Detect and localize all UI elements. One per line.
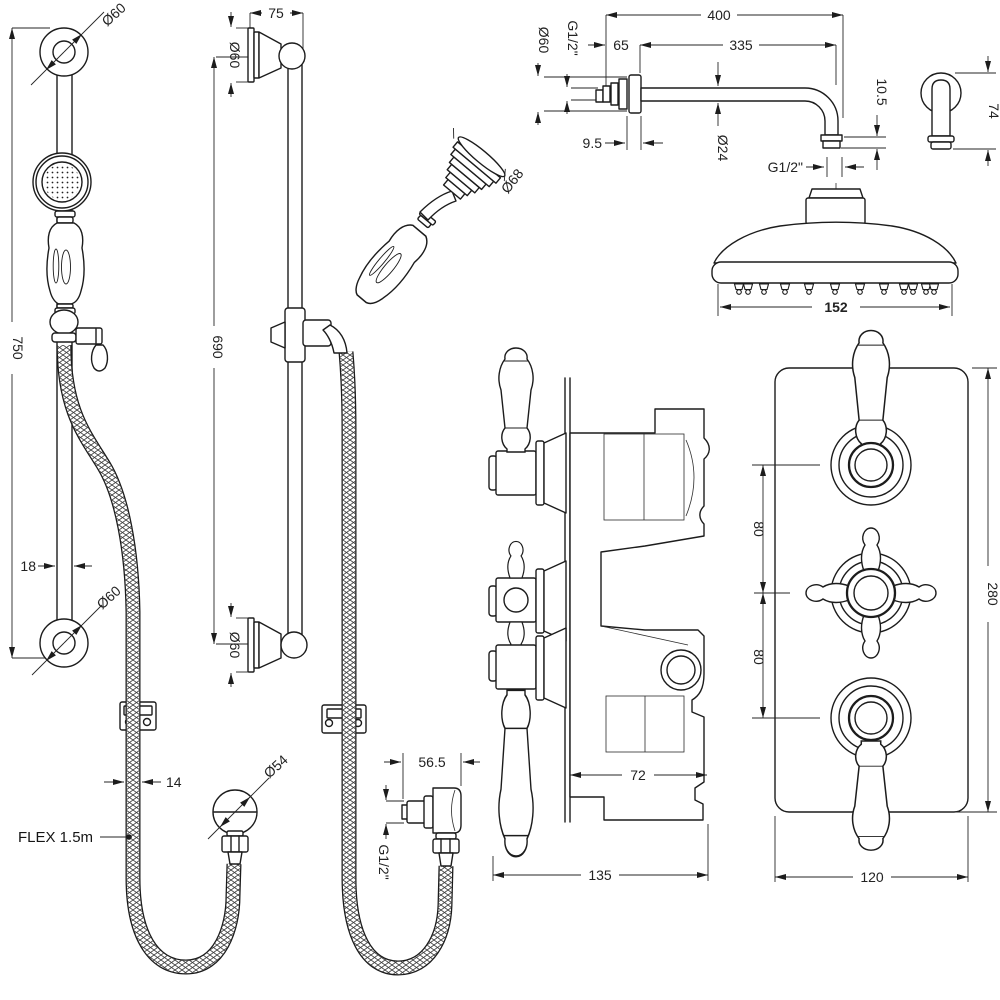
dim-spacing-upper: 80 — [751, 521, 767, 537]
valve-side-crosshead — [488, 540, 567, 660]
valve-side-top-lever — [488, 347, 567, 514]
dim-head-dia: 152 — [824, 299, 848, 315]
dim-plate-width: 120 — [860, 869, 884, 885]
handset-on-holder-side: Ø68 — [270, 127, 527, 363]
dim-body-depth: 72 — [630, 767, 646, 783]
head-nozzles — [733, 283, 940, 295]
drawing-slide-rail-side: 75 Ø60 690 Ø — [210, 5, 527, 976]
hose-length-label: FLEX 1.5m — [18, 829, 93, 846]
dim-top-bracket-dia: Ø60 — [98, 0, 129, 29]
dim-elbow-thread: G1/2" — [376, 844, 392, 879]
drawing-shower-arm-head: 400 335 65 Ø60 G1/2" — [535, 7, 1000, 316]
handset-head-side — [442, 127, 506, 200]
dim-flange-dia: Ø60 — [536, 27, 552, 54]
drawing-handset-rail-front: 750 Ø60 — [9, 0, 291, 975]
wall-outlet-front: Ø54 — [207, 751, 291, 865]
shower-arm-side — [595, 74, 843, 149]
arm-outlet-front-view: 74 — [920, 56, 1000, 166]
dim-inlet-thread: G1/2" — [565, 20, 581, 55]
dim-wall-outlet-dia: Ø54 — [260, 751, 291, 781]
drawing-valve-front: 80 80 — [751, 329, 1000, 885]
fixed-shower-head: 152 — [711, 183, 959, 316]
dim-side-height: 74 — [986, 103, 1000, 119]
hose-wall-clamp — [119, 700, 157, 733]
hose-wall-clamp-2 — [321, 703, 367, 736]
dim-outlet-thread: G1/2" — [768, 159, 803, 175]
dim-arm-length: 335 — [729, 37, 753, 53]
valve-front-crosshead — [805, 527, 937, 659]
dim-plate-height: 280 — [985, 582, 1000, 606]
rail-bottom-bracket: Ø60 — [31, 582, 124, 676]
dim-wall-section: 65 — [613, 37, 629, 53]
dim-arm-total: 400 — [707, 7, 731, 23]
dim-spacing-lower: 80 — [751, 649, 767, 665]
dim-overall-height: 750 — [10, 336, 26, 360]
dim-outlet-drop: 10.5 — [874, 78, 890, 105]
valve-side-bottom-lever — [488, 627, 567, 858]
rail-top-bracket: Ø60 — [30, 0, 129, 86]
valve-front-top-lever — [830, 329, 912, 506]
drawing-valve-side: 72 135 — [488, 347, 710, 883]
dim-rail-length: 690 — [210, 335, 226, 359]
spray-face-nozzles — [44, 164, 80, 200]
dim-arm-tube-dia: Ø24 — [715, 135, 731, 162]
dim-hose-dia: 14 — [166, 774, 182, 790]
valve-body-side — [569, 408, 710, 821]
dim-rail-width: 18 — [20, 558, 36, 574]
dim-bottom-bracket-dia-side: Ø60 — [227, 632, 243, 659]
valve-front-bottom-lever — [830, 677, 912, 851]
rail-bottom-bracket-side — [247, 617, 308, 673]
wall-outlet-elbow-side: 56.5 G1/2" — [376, 753, 480, 880]
dim-elbow-depth: 56.5 — [418, 754, 445, 770]
dim-bottom-bracket-dia: Ø60 — [93, 582, 124, 612]
rail-top-bracket-side — [247, 27, 306, 83]
dim-top-bracket-dia-side: Ø60 — [227, 42, 243, 69]
handset-front — [32, 152, 109, 372]
dim-overall-depth: 135 — [588, 867, 612, 883]
holder-knob — [90, 344, 109, 372]
dim-flange-depth: 9.5 — [583, 135, 603, 151]
dim-wall-offset: 75 — [268, 5, 284, 21]
